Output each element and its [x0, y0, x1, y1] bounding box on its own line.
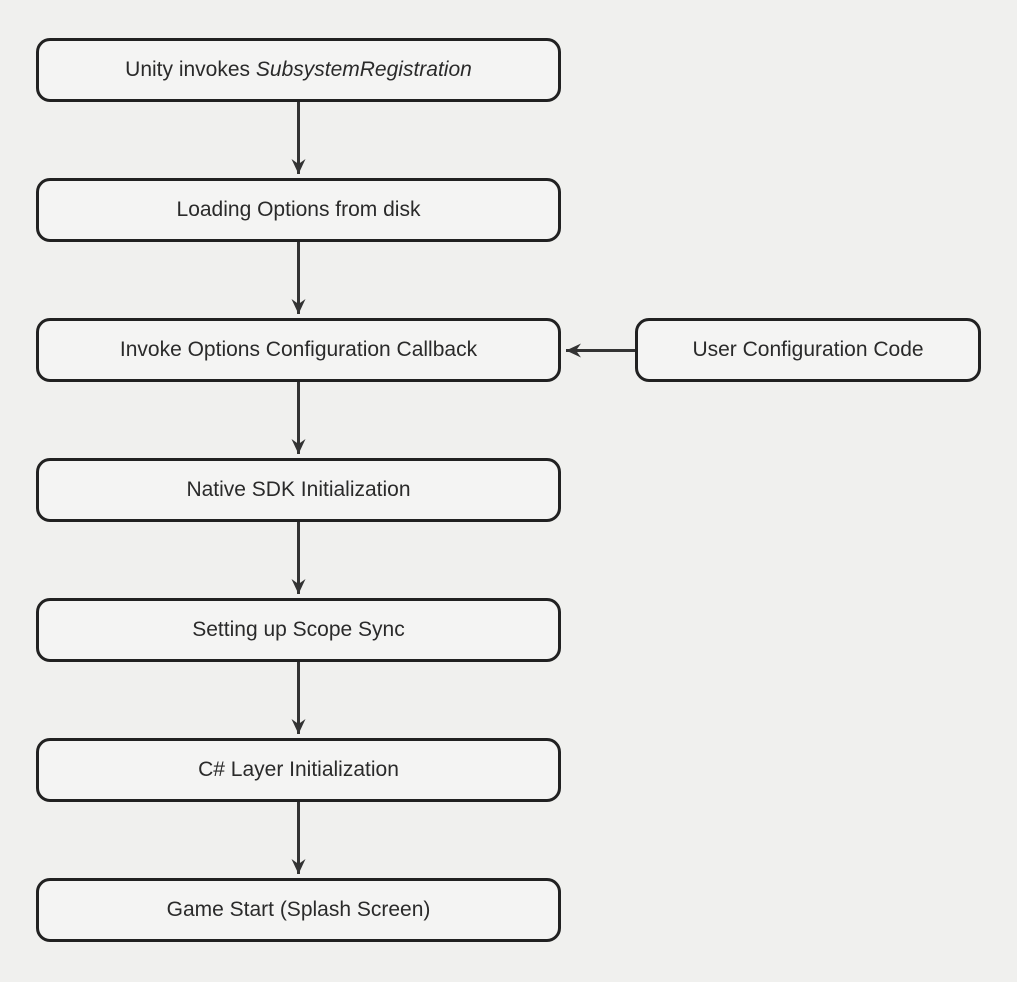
node-label: User Configuration Code	[692, 338, 924, 362]
node-label: C# Layer Initialization	[198, 758, 399, 782]
node-label: Setting up Scope Sync	[192, 618, 405, 642]
node-csharp-layer-initialization: C# Layer Initialization	[36, 738, 561, 802]
node-label: Unity invokes	[125, 58, 251, 82]
node-unity-invokes-subsystem-registration: Unity invokes SubsystemRegistration	[36, 38, 561, 102]
node-label: Loading Options from disk	[176, 198, 421, 222]
node-label: Native SDK Initialization	[186, 478, 411, 502]
node-game-start-splash-screen: Game Start (Splash Screen)	[36, 878, 561, 942]
node-label: Invoke Options Configuration Callback	[119, 338, 478, 362]
node-setting-up-scope-sync: Setting up Scope Sync	[36, 598, 561, 662]
node-label: Game Start (Splash Screen)	[166, 898, 431, 922]
node-label-italic: SubsystemRegistration	[255, 58, 472, 82]
node-native-sdk-initialization: Native SDK Initialization	[36, 458, 561, 522]
node-loading-options-from-disk: Loading Options from disk	[36, 178, 561, 242]
node-invoke-options-configuration-callback: Invoke Options Configuration Callback	[36, 318, 561, 382]
node-user-configuration-code: User Configuration Code	[635, 318, 981, 382]
